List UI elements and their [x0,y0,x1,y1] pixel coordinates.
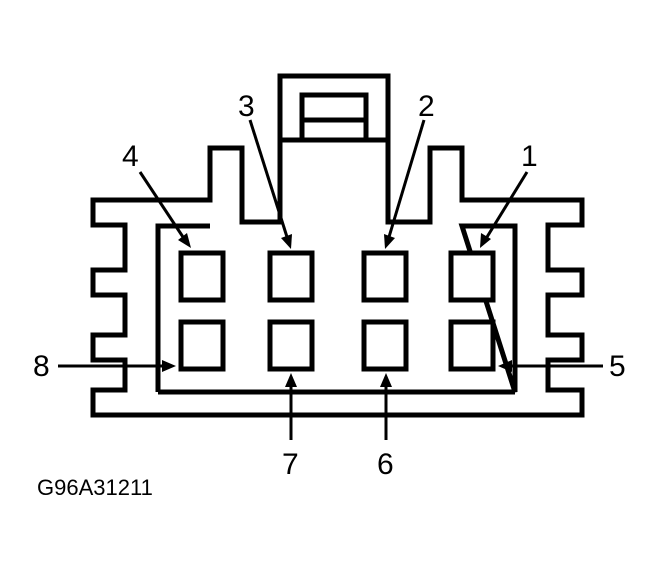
arrow-pin-5 [498,360,603,372]
arrow-pin-2 [384,119,426,249]
inner-cavity-outline [155,223,518,393]
pin-cavity-4 [178,250,226,303]
arrow-pin-3 [248,119,292,249]
locking-tab-outline [277,73,391,140]
arrow-pin-7 [285,373,297,440]
pin-label-2: 2 [418,90,435,123]
pin-cavity-8 [178,319,226,372]
pin-label-6: 6 [377,448,394,481]
pin-cavity-7 [267,319,315,372]
pin-label-1: 1 [521,140,538,173]
arrow-pin-8 [58,360,176,372]
arrow-pin-4 [138,171,191,248]
pin-cavity-5 [448,319,496,372]
pin-cavity-1 [448,250,496,303]
pin-cavity-3 [267,250,315,303]
pin-label-7: 7 [282,448,299,481]
arrow-pin-6 [380,373,392,440]
pin-label-3: 3 [238,90,255,123]
pin-cavity-2 [361,250,409,303]
pin-label-5: 5 [609,350,626,383]
arrow-pin-1 [480,171,529,248]
pin-label-8: 8 [33,350,50,383]
figure-id: G96A31211 [37,475,153,500]
pin-cavity-6 [361,319,409,372]
pin-label-4: 4 [122,140,139,173]
